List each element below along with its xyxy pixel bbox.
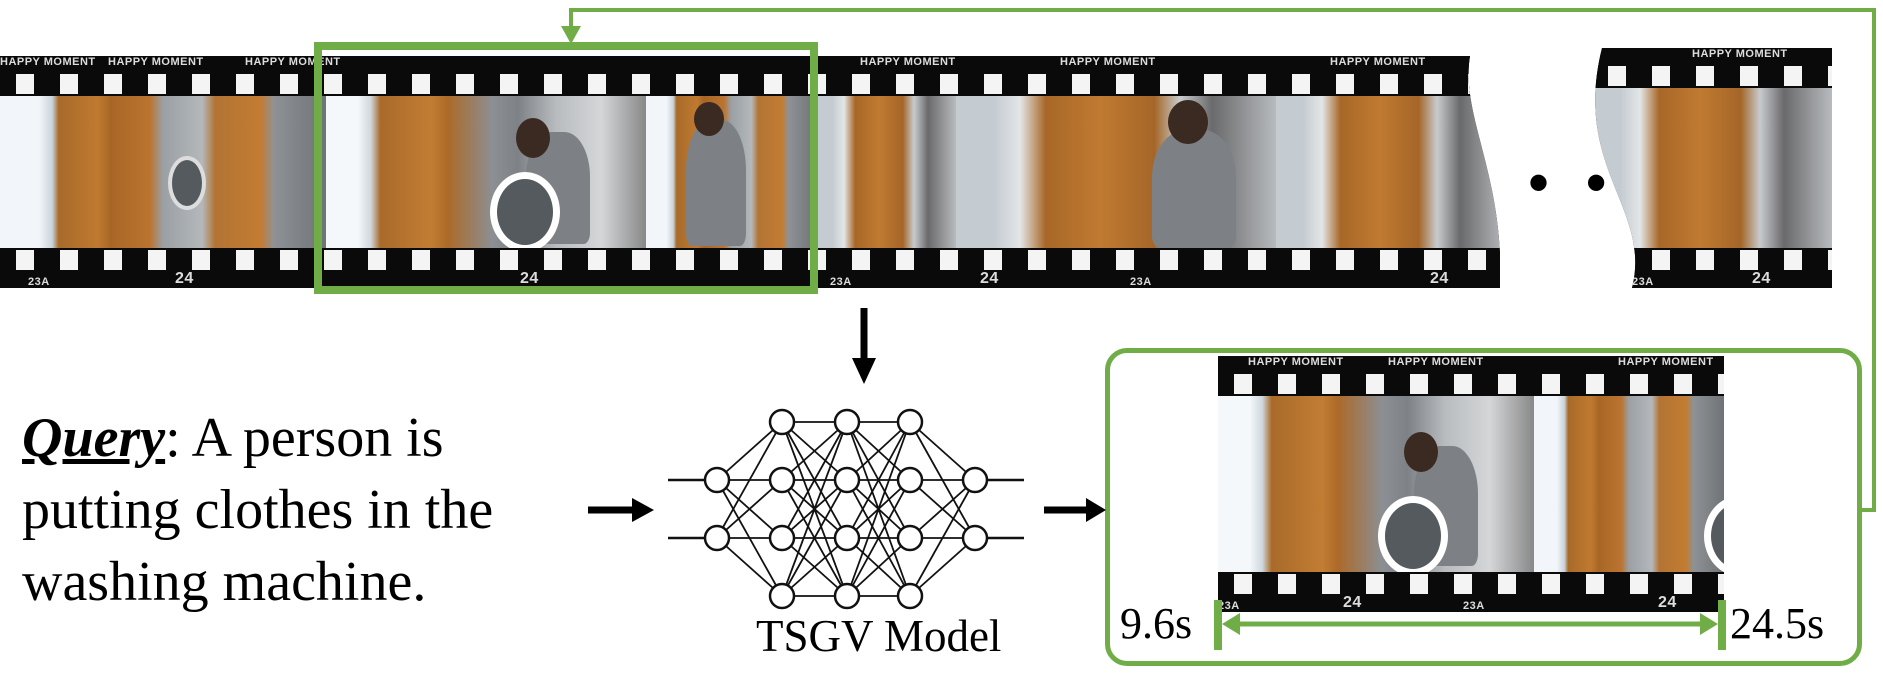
nn-node (961, 466, 989, 494)
video-frame (1592, 88, 1832, 248)
nn-node (896, 466, 924, 494)
video-frame (1218, 396, 1534, 576)
nn-edge (846, 421, 911, 539)
nn-node (896, 524, 924, 552)
film-edge-code: 23A (1463, 600, 1485, 612)
film-header-text: HAPPY MOMENT (1692, 48, 1788, 60)
nn-node (833, 408, 861, 436)
model-label: TSGV Model (756, 611, 1002, 661)
nn-edge (781, 479, 848, 597)
video-frame (0, 96, 326, 248)
film-edge-code: 23A (1632, 276, 1654, 288)
nn-node (703, 466, 731, 494)
nn-edge (781, 421, 848, 481)
film-edge-code: 23A (28, 276, 50, 288)
film-frame-number: 24 (1430, 270, 1449, 287)
video-frame (816, 96, 956, 248)
nn-node (768, 466, 796, 494)
film-frame-number: 24 (175, 270, 194, 287)
nn-node (833, 524, 861, 552)
query-text: A person is (191, 407, 444, 469)
video-film-strip: HAPPY MOMENT HAPPY MOMENT HAPPY MOMENT H… (0, 56, 1500, 288)
nn-edge (781, 537, 848, 597)
nn-node (961, 524, 989, 552)
video-frames (1592, 88, 1832, 248)
query-separator: : (165, 407, 181, 469)
nn-node (896, 582, 924, 610)
nn-node (896, 408, 924, 436)
nn-node (768, 524, 796, 552)
film-sprocket-band-top: HAPPY MOMENT HAPPY MOMENT HAPPY MOMENT (1218, 356, 1724, 396)
start-time-label: 9.6s (1120, 599, 1193, 648)
query-line-3: washing machine. (22, 551, 427, 613)
query-label: Query (22, 407, 166, 469)
feedback-arrowhead-icon (561, 26, 581, 44)
query-line-2: putting clothes in the (22, 479, 494, 541)
nn-edge (909, 479, 976, 597)
range-left-arrowhead-icon (1222, 613, 1240, 635)
nn-node (833, 582, 861, 610)
video-frame (1534, 396, 1724, 576)
nn-edge (716, 421, 783, 481)
nn-edge (909, 479, 976, 539)
nn-edge (716, 537, 783, 597)
video-frame (1276, 96, 1500, 248)
film-frame-number: 24 (1343, 594, 1362, 611)
film-frame-number: 24 (1658, 594, 1677, 611)
film-edge-code: 23A (1218, 600, 1240, 612)
result-film-strip: HAPPY MOMENT HAPPY MOMENT HAPPY MOMENT 2… (1218, 356, 1724, 612)
film-sprocket-band-bottom: 23A 24 24 23A 24 23A 24 (0, 248, 1500, 288)
nn-node (703, 524, 731, 552)
nn-edge (846, 537, 911, 597)
result-box (1105, 348, 1862, 666)
query-line-1: Query: A person is (22, 402, 444, 474)
selected-segment-box (314, 42, 818, 294)
film-header-text: HAPPY MOMENT (0, 56, 96, 68)
film-edge-code: 23A (830, 276, 852, 288)
film-frame-number: 24 (1752, 270, 1771, 287)
nn-edge (909, 537, 976, 597)
film-sprocket-band-top: HAPPY MOMENT (1592, 48, 1832, 88)
film-sprocket-band-bottom: 23A 24 23A 24 (1218, 572, 1724, 612)
film-edge-code: 23A (1130, 276, 1152, 288)
video-frame (646, 96, 816, 248)
range-right-arrowhead-icon (1700, 613, 1718, 635)
film-header-text: HAPPY MOMENT (108, 56, 204, 68)
nn-node (833, 466, 861, 494)
film-frame-number: 24 (980, 270, 999, 287)
feedback-loop-line (569, 8, 1876, 512)
output-arrow-icon (1086, 498, 1106, 522)
neural-network-icon (668, 408, 1024, 610)
film-header-text: HAPPY MOMENT (1388, 356, 1484, 368)
film-header-text: HAPPY MOMENT (1330, 56, 1426, 68)
nn-edge (781, 421, 848, 597)
nn-edge (781, 421, 848, 539)
nn-edge (716, 421, 783, 539)
end-time-label: 24.5s (1730, 599, 1825, 648)
film-header-text: HAPPY MOMENT (1060, 56, 1156, 68)
film-header-text: HAPPY MOMENT (860, 56, 956, 68)
down-arrow-icon (852, 358, 876, 384)
nn-node (768, 408, 796, 436)
query-arrow-icon (632, 498, 654, 522)
nn-edge (846, 421, 911, 597)
nn-node (768, 582, 796, 610)
nn-edge (846, 479, 911, 597)
result-frames (1218, 396, 1724, 576)
nn-edge (909, 421, 976, 481)
film-header-text: HAPPY MOMENT (1618, 356, 1714, 368)
nn-edge (716, 479, 783, 539)
film-frame-number: 24 (520, 270, 539, 287)
nn-edge (846, 421, 911, 481)
film-header-text: HAPPY MOMENT (1248, 356, 1344, 368)
video-frame (956, 96, 1276, 248)
